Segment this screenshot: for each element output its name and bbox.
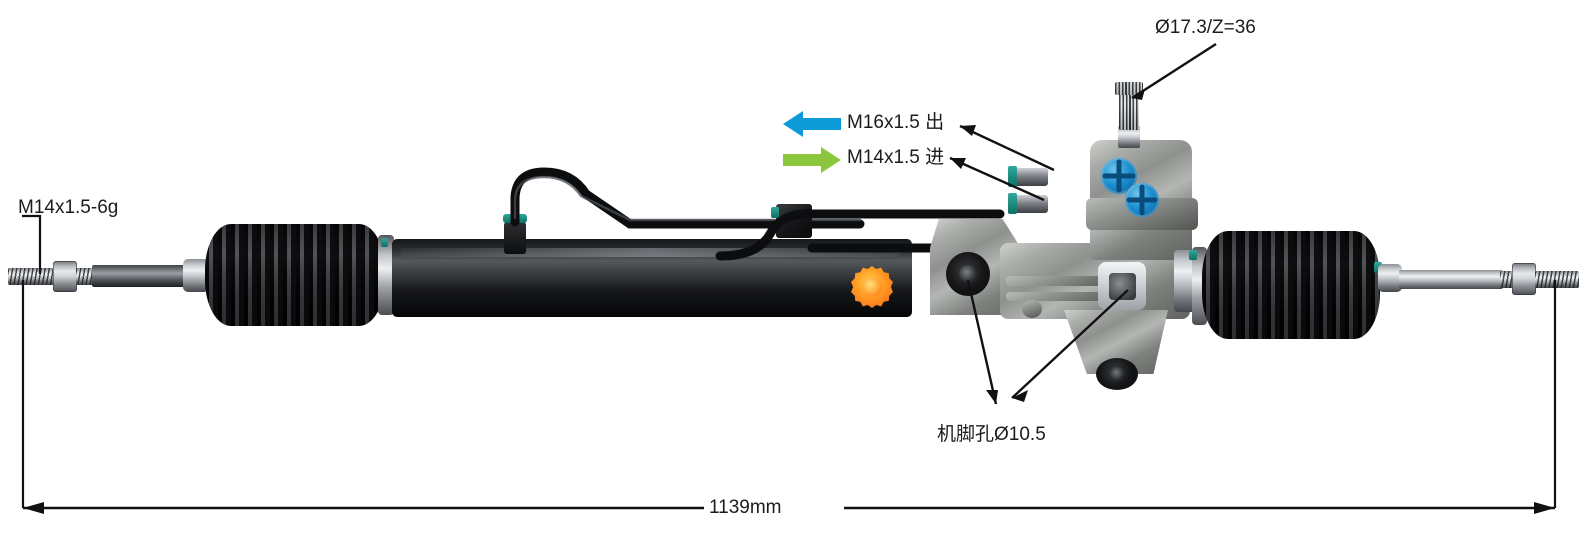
tie-rod-thread-label: M14x1.5-6g [18, 197, 119, 218]
right-bellows-boot [1202, 231, 1380, 339]
brand-sticker-inner [862, 277, 882, 297]
pinion-shaft-base [1118, 126, 1140, 148]
left-boot-clamp-marker [381, 238, 388, 247]
inlet-leader-line [949, 156, 1045, 202]
mount-hole-label: 机脚孔Ø10.5 [937, 424, 1046, 445]
lower-port-fitting-collar [1008, 193, 1017, 214]
pinion-spline-label: Ø17.3/Z=36 [1155, 17, 1256, 38]
outlet-arrow-icon [783, 111, 841, 137]
mount-hole-leader-lines [966, 279, 1129, 405]
upper-bushing-bore [959, 265, 977, 283]
overall-length-dimension [21, 280, 1557, 514]
lower-port-cross-icon [1126, 184, 1158, 216]
pinion-spline-leader-line [1131, 42, 1217, 100]
right-boot-clamp-marker [1189, 250, 1197, 260]
left-tie-rod-shaft [92, 265, 188, 287]
upper-port-fitting-collar [1008, 166, 1017, 187]
right-lock-nut [1512, 263, 1536, 295]
inlet-port-label: M14x1.5 进 [847, 147, 945, 168]
left-tie-rod-thread [8, 268, 56, 285]
right-tie-rod-thread-tip [1535, 271, 1579, 288]
left-bellows-boot [205, 224, 385, 326]
left-inner-joint [183, 259, 209, 292]
gear-housing-rib [1006, 276, 1126, 286]
lower-port-fitting [1014, 195, 1048, 213]
outlet-leader-line [959, 124, 1055, 172]
gear-housing-rib-2 [1006, 292, 1126, 301]
upper-hydraulic-line [510, 167, 865, 229]
housing-stud [1022, 300, 1042, 318]
tie-rod-thread-leader-line [22, 214, 42, 274]
upper-port-cross-icon [1102, 159, 1136, 193]
rack-tube-highlight [400, 248, 900, 257]
right-housing-collar [1174, 250, 1196, 312]
right-inner-joint [1378, 264, 1402, 292]
left-lock-nut [53, 261, 77, 292]
overall-length-label: 1139mm [709, 497, 782, 518]
left-boot-clamp [378, 235, 394, 315]
right-tie-rod-shaft [1399, 270, 1503, 289]
pinion-shaft-collar [1115, 82, 1143, 95]
lower-bushing-bore [1110, 367, 1125, 381]
inlet-arrow-icon [783, 147, 841, 173]
upper-port-fitting [1014, 168, 1048, 186]
outlet-port-label: M16x1.5 出 [847, 112, 945, 133]
left-hose-fitting-body [504, 222, 526, 254]
block-clamp-marker [771, 207, 779, 218]
left-tie-rod-thread-inner [76, 268, 94, 285]
